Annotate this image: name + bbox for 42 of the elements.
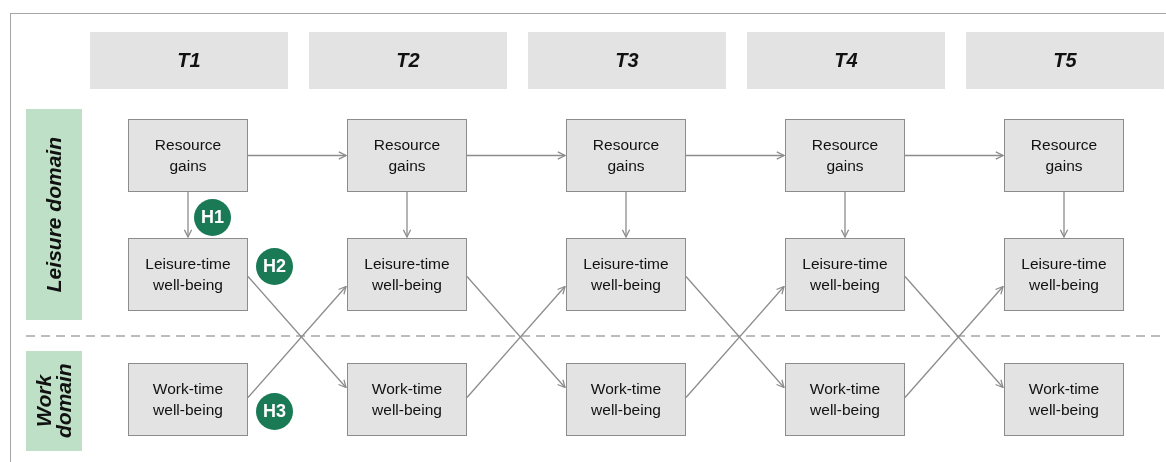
time-header: T4 — [747, 32, 945, 89]
arrow — [466, 275, 566, 389]
domain-band — [26, 351, 82, 451]
arrow — [904, 285, 1004, 399]
time-header: T1 — [90, 32, 288, 89]
time-header: T3 — [528, 32, 726, 89]
process-box: Work-time well-being — [1004, 363, 1124, 436]
hypothesis-badge: H1 — [194, 199, 231, 236]
process-box: Resource gains — [785, 119, 905, 192]
arrow — [466, 285, 566, 399]
process-box: Work-time well-being — [128, 363, 248, 436]
arrow — [402, 191, 412, 238]
arrow — [904, 151, 1004, 160]
arrow — [904, 275, 1004, 389]
process-box: Work-time well-being — [785, 363, 905, 436]
process-box: Leisure-time well-being — [785, 238, 905, 311]
arrow — [685, 285, 785, 399]
hypothesis-badge: H2 — [256, 248, 293, 285]
domain-label: Leisure domain — [44, 136, 64, 293]
domain-band — [26, 109, 82, 320]
process-box: Work-time well-being — [347, 363, 467, 436]
arrow — [247, 151, 347, 160]
process-box: Resource gains — [347, 119, 467, 192]
process-box: Resource gains — [128, 119, 248, 192]
process-box: Leisure-time well-being — [128, 238, 248, 311]
time-header: T5 — [966, 32, 1164, 89]
time-header: T2 — [309, 32, 507, 89]
process-box: Leisure-time well-being — [1004, 238, 1124, 311]
process-box: Leisure-time well-being — [347, 238, 467, 311]
process-box: Resource gains — [1004, 119, 1124, 192]
domain-label: Work domain — [34, 362, 74, 441]
arrow — [840, 191, 850, 238]
process-box: Work-time well-being — [566, 363, 686, 436]
arrow — [183, 191, 193, 238]
arrow — [466, 151, 566, 160]
arrow — [685, 275, 785, 389]
process-box: Leisure-time well-being — [566, 238, 686, 311]
hypothesis-badge: H3 — [256, 393, 293, 430]
arrow — [621, 191, 631, 238]
process-box: Resource gains — [566, 119, 686, 192]
arrow — [685, 151, 785, 160]
arrow — [1059, 191, 1069, 238]
